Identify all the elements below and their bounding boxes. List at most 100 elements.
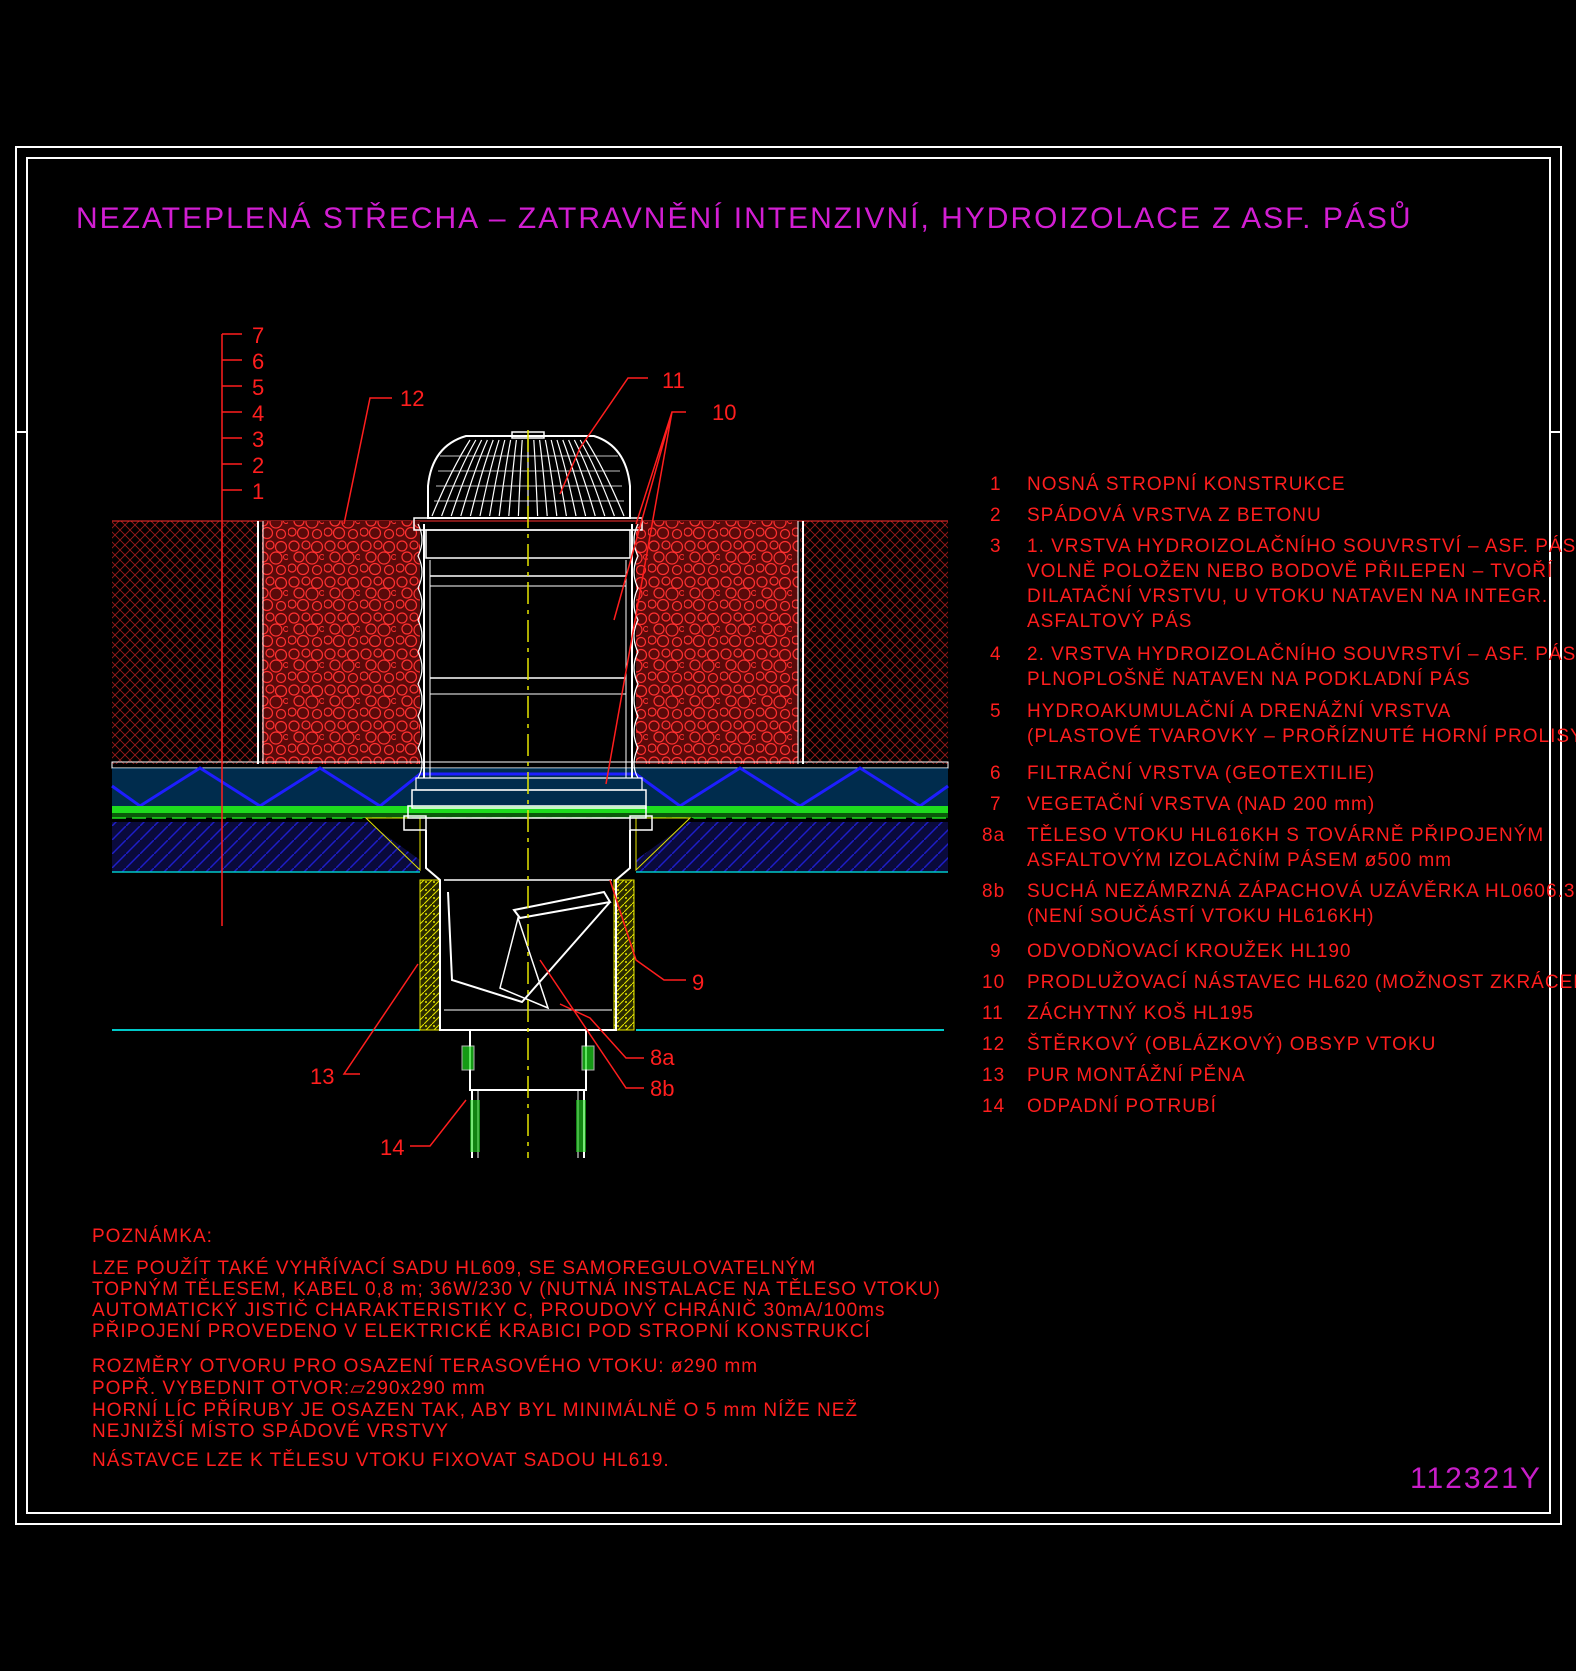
basket-rib xyxy=(562,439,587,517)
basket-rib xyxy=(441,439,477,517)
legend-text-5-2: (PLASTOVÉ TVAROVKY – PROŘÍZNUTÉ HORNÍ PR… xyxy=(1027,725,1576,747)
basket-rib xyxy=(498,439,512,517)
legend-text-3-3: DILATAČNÍ VRSTVU, U VTOKU NATAVEN NA INT… xyxy=(1027,585,1548,607)
legend-text-3-2: VOLNĚ POLOŽEN NEBO BODOVĚ PŘILEPEN – TVO… xyxy=(1027,560,1553,582)
scale-label-6: 6 xyxy=(252,349,264,374)
callout-9: 9 xyxy=(692,970,704,995)
basket-rib xyxy=(479,439,500,517)
legend-text-5-1: HYDROAKUMULAČNÍ A DRENÁŽNÍ VRSTVA xyxy=(1027,700,1451,722)
legend-text-4-1: 2. VRSTVA HYDROIZOLAČNÍHO SOUVRSTVÍ – AS… xyxy=(1027,643,1576,665)
callout-14: 14 xyxy=(380,1135,404,1160)
odour-trap xyxy=(447,890,612,1010)
legend-num-4: 4 xyxy=(990,644,1002,665)
pur-foam-left xyxy=(419,879,441,1031)
drawing-title: NEZATEPLENÁ STŘECHA – ZATRAVNĚNÍ INTENZI… xyxy=(76,201,1413,235)
basket-rib xyxy=(544,439,558,517)
legend-text-3-1: 1. VRSTVA HYDROIZOLAČNÍHO SOUVRSTVÍ – AS… xyxy=(1027,535,1576,557)
note-block: POZNÁMKA: LZE POUŽÍT TAKÉ VYHŘÍVACÍ SADU… xyxy=(92,1226,941,1471)
callout-13: 13 xyxy=(310,1064,334,1089)
scale-label-1: 1 xyxy=(252,479,264,504)
legend-num-13: 13 xyxy=(982,1065,1005,1086)
basket-rib xyxy=(460,439,488,517)
gravel-fill-right xyxy=(636,521,798,764)
callout-8b: 8b xyxy=(650,1076,674,1101)
legend-text-8b-1: SUCHÁ NEZÁMRZNÁ ZÁPACHOVÁ UZÁVĚRKA HL060… xyxy=(1027,880,1576,902)
leader-lines xyxy=(342,377,686,1147)
note-line-4: PŘIPOJENÍ PROVEDENO V ELEKTRICKÉ KRABICI… xyxy=(92,1320,871,1342)
vegetation-layer-right xyxy=(800,521,948,764)
legend-text-14-1: ODPADNÍ POTRUBÍ xyxy=(1027,1096,1217,1117)
legend-num-8b: 8b xyxy=(982,881,1005,902)
scale-label-2: 2 xyxy=(252,453,264,478)
drainage-ring xyxy=(411,777,647,809)
legend-text-9-1: ODVODŇOVACÍ KROUŽEK HL190 xyxy=(1027,940,1352,962)
legend-text-13-1: PUR MONTÁŽNÍ PĚNA xyxy=(1027,1064,1246,1086)
scale-label-5: 5 xyxy=(252,375,264,400)
note-line-3: AUTOMATICKÝ JISTIČ CHARAKTERISTIKY C, PR… xyxy=(92,1299,885,1321)
roof-section: 7 6 5 4 3 2 1 12 11 10 9 13 14 8a 8b xyxy=(111,323,949,1160)
vegetation-layer-left xyxy=(112,521,258,764)
extension-piece xyxy=(417,523,639,779)
basket-rib xyxy=(539,439,548,517)
legend-num-6: 6 xyxy=(990,763,1002,784)
note-line-1: LZE POUŽÍT TAKÉ VYHŘÍVACÍ SADU HL609, SE… xyxy=(92,1257,816,1279)
legend-num-14: 14 xyxy=(982,1096,1005,1117)
scale-label-3: 3 xyxy=(252,427,264,452)
scale-label-4: 4 xyxy=(252,401,264,426)
legend-text-3-4: ASFALTOVÝ PÁS xyxy=(1027,611,1192,632)
basket-rib xyxy=(431,439,471,517)
drain-flange xyxy=(407,805,647,819)
legend-text-4-2: PLNOPLOŠNĚ NATAVEN NA PODKLADNÍ PÁS xyxy=(1027,668,1471,690)
legend-text-7-1: VEGETAČNÍ VRSTVA (NAD 200 mm) xyxy=(1027,793,1375,815)
outer-frame xyxy=(15,146,1562,1525)
drawing-code: 112321Y xyxy=(1410,1462,1542,1495)
note-line-2: TOPNÝM TĚLESEM, KABEL 0,8 m; 36W/230 V (… xyxy=(92,1278,941,1300)
basket-rib xyxy=(469,439,494,517)
legend-num-5: 5 xyxy=(990,701,1002,722)
basket-rib xyxy=(585,439,625,517)
callout-8a: 8a xyxy=(650,1045,675,1070)
scale-label-7: 7 xyxy=(252,323,264,348)
note-heading: POZNÁMKA: xyxy=(92,1226,213,1247)
note-line-9: NÁSTAVCE LZE K TĚLESU VTOKU FIXOVAT SADO… xyxy=(92,1449,670,1471)
basket-rib xyxy=(573,439,606,517)
legend-num-8a: 8a xyxy=(982,825,1005,846)
basket-rib xyxy=(579,439,615,517)
basket-rib xyxy=(489,439,506,517)
basket-rib xyxy=(568,439,596,517)
note-line-6: POPŘ. VYBEDNIT OTVOR:▱290x290 mm xyxy=(92,1377,486,1399)
legend-text-1-1: NOSNÁ STROPNÍ KONSTRUKCE xyxy=(1027,474,1346,495)
legend-text-2-1: SPÁDOVÁ VRSTVA Z BETONU xyxy=(1027,505,1322,526)
legend-num-3: 3 xyxy=(990,536,1002,557)
legend-num-1: 1 xyxy=(990,474,1002,495)
note-line-5: ROZMĚRY OTVORU PRO OSAZENÍ TERASOVÉHO VT… xyxy=(92,1355,758,1377)
legend-num-12: 12 xyxy=(982,1034,1005,1055)
callout-10: 10 xyxy=(712,400,736,425)
legend-text-11-1: ZÁCHYTNÝ KOŠ HL195 xyxy=(1027,1002,1254,1024)
catch-basket xyxy=(413,431,643,559)
legend-num-2: 2 xyxy=(990,505,1002,526)
basket-rib xyxy=(550,439,567,517)
gravel-fill-left xyxy=(262,521,420,764)
legend-text-6-1: FILTRAČNÍ VRSTVA (GEOTEXTILIE) xyxy=(1027,762,1375,784)
legend-num-7: 7 xyxy=(990,794,1002,815)
legend-text-10-1: PRODLUŽOVACÍ NÁSTAVEC HL620 (MOŽNOST ZKR… xyxy=(1027,971,1576,993)
waterproofing-layer xyxy=(112,806,948,813)
legend-text-8a-1: TĚLESO VTOKU HL616KH S TOVÁRNĚ PŘIPOJENÝ… xyxy=(1027,824,1544,846)
inner-frame xyxy=(26,157,1551,1514)
legend-text-8b-2: (NENÍ SOUČÁSTÍ VTOKU HL616KH) xyxy=(1027,905,1375,927)
legend-text-8a-2: ASFALTOVÝM IZOLAČNÍM PÁSEM ø500 mm xyxy=(1027,849,1452,871)
note-line-7: HORNÍ LÍC PŘÍRUBY JE OSAZEN TAK, ABY BYL… xyxy=(92,1399,858,1421)
basket-rib xyxy=(517,439,523,517)
legend: 1 NOSNÁ STROPNÍ KONSTRUKCE 2 SPÁDOVÁ VRSTVA… xyxy=(982,474,1576,1117)
callout-12: 12 xyxy=(400,386,424,411)
legend-text-12-1: ŠTĚRKOVÝ (OBLÁZKOVÝ) OBSYP VTOKU xyxy=(1027,1033,1436,1055)
legend-num-10: 10 xyxy=(982,972,1005,993)
callout-11: 11 xyxy=(662,368,685,393)
basket-rib xyxy=(450,439,483,517)
basket-rib xyxy=(533,439,539,517)
legend-num-11: 11 xyxy=(982,1003,1004,1024)
note-line-8: NEJNIŽŠÍ MÍSTO SPÁDOVÉ VRSTVY xyxy=(92,1420,449,1442)
basket-rib xyxy=(556,439,577,517)
